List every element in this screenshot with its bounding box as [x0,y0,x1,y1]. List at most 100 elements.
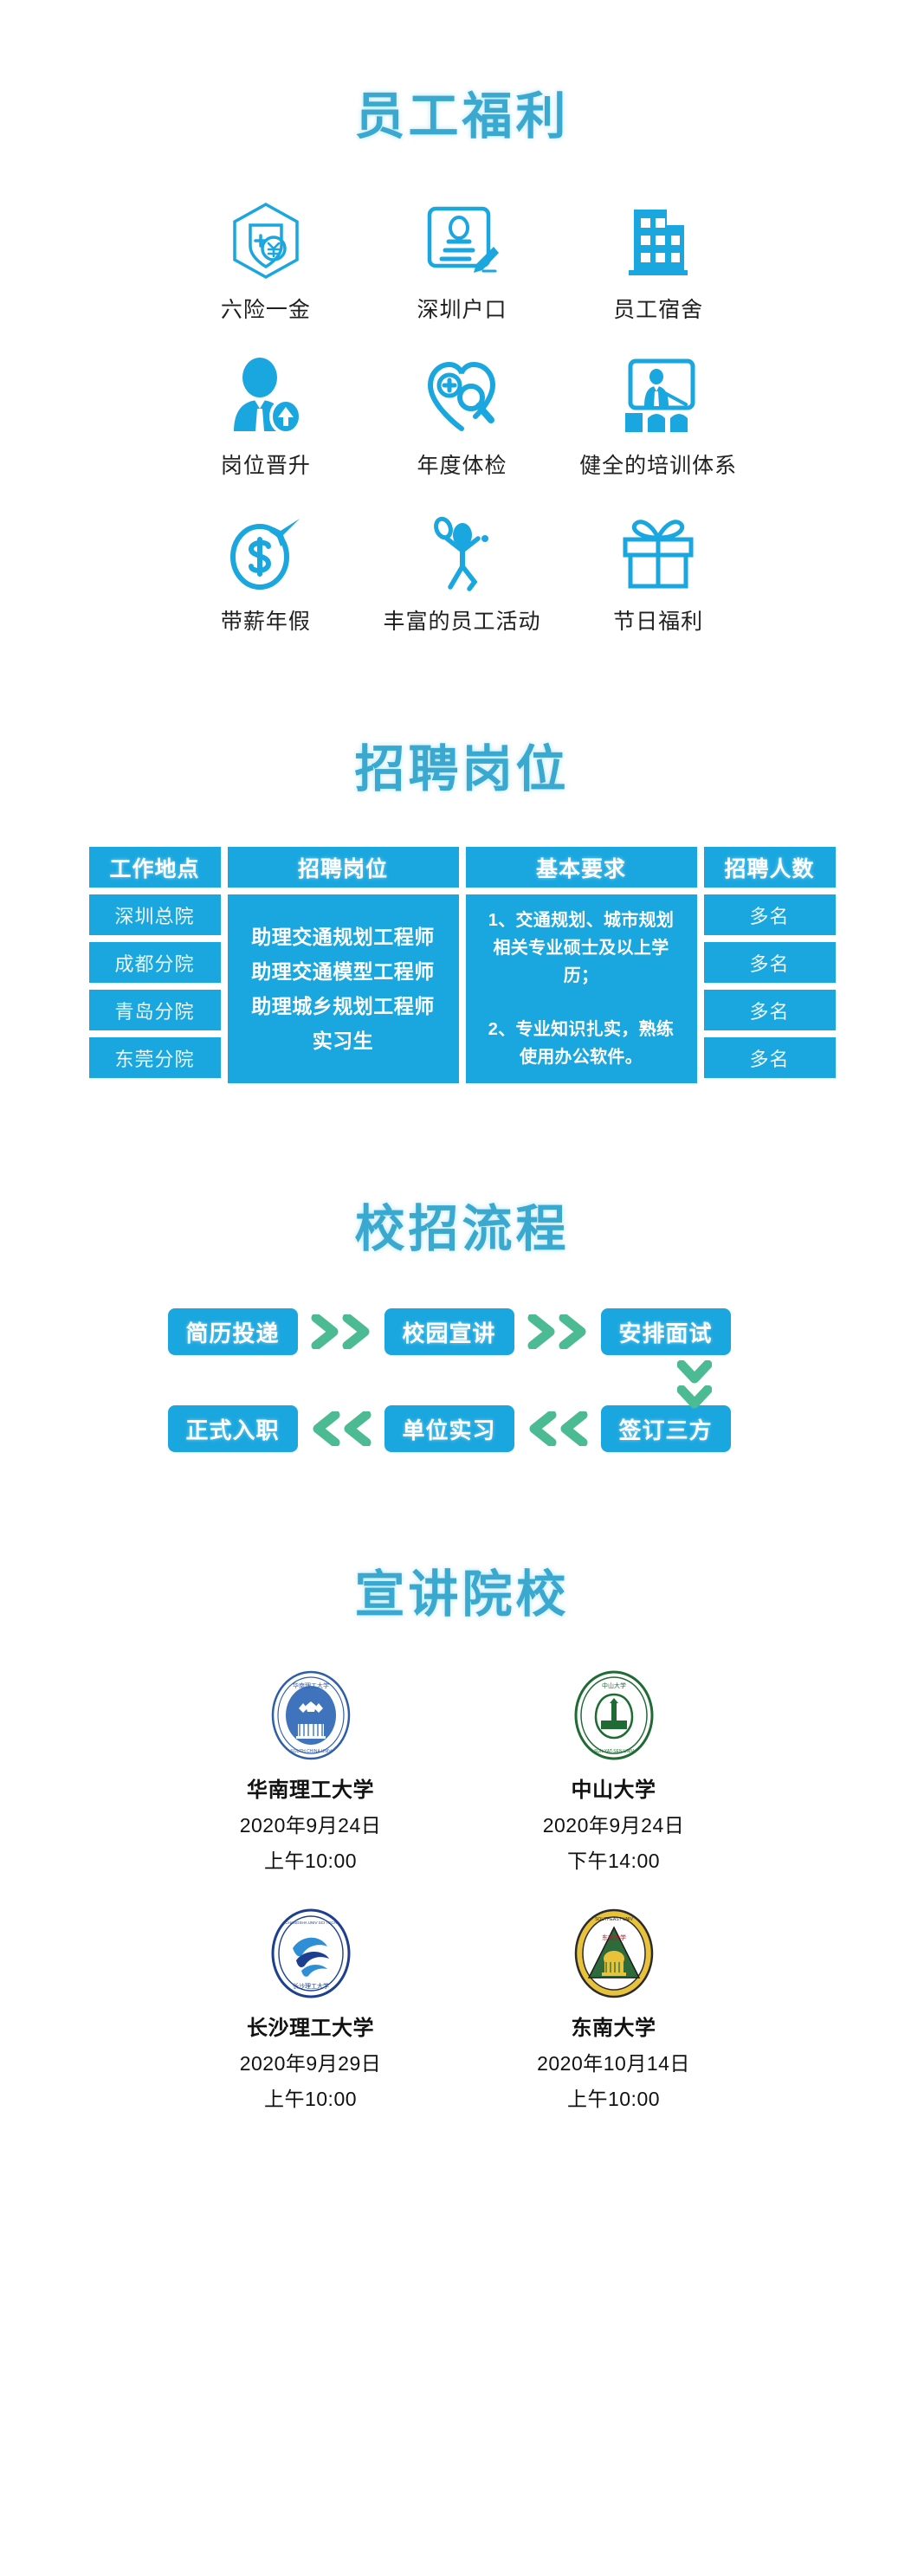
table-row: 多名 [703,1037,836,1078]
column-header-count: 招聘人数 [703,847,836,888]
list-item: 1、交通规划、城市规划相关专业硕士及以上学历； [488,911,675,985]
benefit-item-training: 健全的培训体系 [560,355,757,480]
benefit-label: 员工宿舍 [613,298,704,322]
svg-text:SUN YAT-SEN UNIV: SUN YAT-SEN UNIV [594,1749,635,1754]
school-time: 上午10:00 [566,2088,661,2110]
benefit-label: 带薪年假 [220,610,311,634]
table-row: 多名 [703,990,836,1030]
requirement-cell: 1、交通规划、城市规划相关专业硕士及以上学历； 2、专业知识扎实，熟练使用办公软… [465,894,697,1083]
benefit-item-checkup: 年度体检 [364,355,560,480]
benefit-label: 节日福利 [613,610,704,634]
table-row: 成都分院 [88,942,221,983]
school-name: 中山大学 [571,1779,656,1802]
svg-text:CHANGSHA UNIV SCI TECH: CHANGSHA UNIV SCI TECH [285,1921,336,1925]
svg-text:中山大学: 中山大学 [602,1682,626,1689]
person-promotion-icon [168,355,365,438]
building-dormitory-icon [560,199,757,282]
process-step-interview: 安排面试 [600,1308,731,1355]
benefit-item-holiday-gift: 节日福利 [560,511,757,636]
benefit-label: 健全的培训体系 [579,454,738,478]
employee-benefits-section: 员工福利 六险一金 [0,0,924,636]
school-item-sysu: 中山大学 SUN YAT-SEN UNIV 中山大学 2020年9月24日 下午… [462,1670,766,1874]
column-header-requirement: 基本要求 [465,847,697,888]
list-item: 助理城乡规划工程师 [251,995,435,1017]
svg-text:东南大学: 东南大学 [602,1934,626,1941]
school-name: 东南大学 [571,2017,656,2040]
training-board-icon [560,355,757,438]
benefit-item-promotion: 岗位晋升 [168,355,365,480]
list-item: 助理交通规划工程师 [251,925,435,948]
schools-title: 宣讲院校 [354,1566,570,1623]
sysu-logo: 中山大学 SUN YAT-SEN UNIV [569,1670,659,1760]
process-step-campus-talk: 校园宣讲 [384,1308,514,1355]
table-row: 多名 [703,894,836,935]
school-time: 下午14:00 [566,1850,661,1872]
table-row: 深圳总院 [88,894,221,935]
table-row: 东莞分院 [88,1037,221,1078]
school-name: 长沙理工大学 [247,2017,374,2040]
process-step-tripartite: 签订三方 [600,1405,731,1452]
jobs-table-position-column: 招聘岗位 助理交通规划工程师 助理交通模型工程师 助理城乡规划工程师 实习生 [227,847,459,1083]
benefit-item-activities: 丰富的员工活动 [364,511,560,636]
svg-text:SOUTH CHINA UNIV: SOUTH CHINA UNIV [290,1749,332,1754]
school-date: 2020年9月24日 [239,1814,382,1837]
process-flow: 简历投递 校园宣讲 安排面试 正式入职 单位实习 [167,1308,757,1452]
chevron-down-icon [676,1360,712,1410]
chevron-right-icon [307,1314,376,1349]
campus-talk-schools-section: 宣讲院校 华南理工大学 SOUTH CHINA UNIV 华南理工大学 20 [0,1452,924,2147]
school-name: 华南理工大学 [247,1779,374,1802]
scut-logo: 华南理工大学 SOUTH CHINA UNIV [266,1670,356,1760]
process-flow-row-2: 正式入职 单位实习 签订三方 [167,1405,757,1452]
seu-logo: 东南大学 SOUTHEAST UNIV [569,1908,659,1998]
school-item-scut: 华南理工大学 SOUTH CHINA UNIV 华南理工大学 2020年9月24… [159,1670,462,1874]
benefit-label: 六险一金 [220,298,311,322]
list-item: 2、专业知识扎实，熟练使用办公软件。 [488,1020,675,1067]
paid-leave-coin-plane-icon [168,511,365,594]
jobs-table: 工作地点 深圳总院 成都分院 青岛分院 东莞分院 招聘岗位 助理交通规划工程师 … [88,847,836,1083]
id-card-icon [364,199,560,282]
heart-checkup-icon [364,355,560,438]
chevron-left-icon [523,1411,592,1446]
process-step-resume: 简历投递 [167,1308,298,1355]
benefit-label: 年度体检 [417,454,507,478]
list-item: 实习生 [312,1030,374,1053]
jobs-table-count-column: 招聘人数 多名 多名 多名 多名 [703,847,836,1083]
benefit-item-hukou: 深圳户口 [364,199,560,324]
benefit-item-paid-leave: 带薪年假 [168,511,365,636]
process-step-internship: 单位实习 [384,1405,514,1452]
column-header-position: 招聘岗位 [227,847,459,888]
benefit-label: 岗位晋升 [220,454,311,478]
process-flow-row-1: 简历投递 校园宣讲 安排面试 [167,1308,757,1355]
school-item-csust: CHANGSHA UNIV SCI TECH 长沙理工大学 长沙理工大学 202… [159,1908,462,2112]
gift-box-icon [560,511,757,594]
benefit-item-dormitory: 员工宿舍 [560,199,757,324]
svg-text:华南理工大学: 华南理工大学 [293,1682,329,1689]
recruitment-process-section: 校招流程 简历投递 校园宣讲 安排面试 正式入职 单位实 [0,1083,924,1452]
job-openings-section: 招聘岗位 工作地点 深圳总院 成都分院 青岛分院 东莞分院 招聘岗位 助理交通规… [0,636,924,1083]
shield-insurance-icon [168,199,365,282]
jobs-title: 招聘岗位 [354,741,570,797]
process-step-onboarding: 正式入职 [167,1405,298,1452]
benefit-item-insurance: 六险一金 [168,199,365,324]
position-list-cell: 助理交通规划工程师 助理交通模型工程师 助理城乡规划工程师 实习生 [227,894,459,1083]
chevron-left-icon [307,1411,376,1446]
school-item-seu: 东南大学 SOUTHEAST UNIV 东南大学 2020年10月14日 上午1… [462,1908,766,2112]
chevron-right-icon [523,1314,592,1349]
jobs-table-requirement-column: 基本要求 1、交通规划、城市规划相关专业硕士及以上学历； 2、专业知识扎实，熟练… [465,847,697,1083]
benefits-grid: 六险一金 深圳户口 [168,199,757,636]
school-time: 上午10:00 [263,2088,358,2110]
process-title: 校招流程 [354,1201,570,1257]
benefit-label: 深圳户口 [417,298,507,322]
school-date: 2020年10月14日 [537,2052,690,2075]
benefits-title: 员工福利 [354,88,570,145]
table-row: 青岛分院 [88,990,221,1030]
school-date: 2020年9月24日 [542,1814,685,1837]
school-date: 2020年9月29日 [239,2052,382,2075]
svg-text:长沙理工大学: 长沙理工大学 [293,1982,329,1990]
school-time: 上午10:00 [263,1850,358,1872]
activity-person-icon [364,511,560,594]
csust-logo: CHANGSHA UNIV SCI TECH 长沙理工大学 [266,1908,356,1998]
svg-text:SOUTHEAST UNIV: SOUTHEAST UNIV [595,1917,633,1922]
benefit-label: 丰富的员工活动 [383,610,541,634]
column-header-location: 工作地点 [88,847,221,888]
